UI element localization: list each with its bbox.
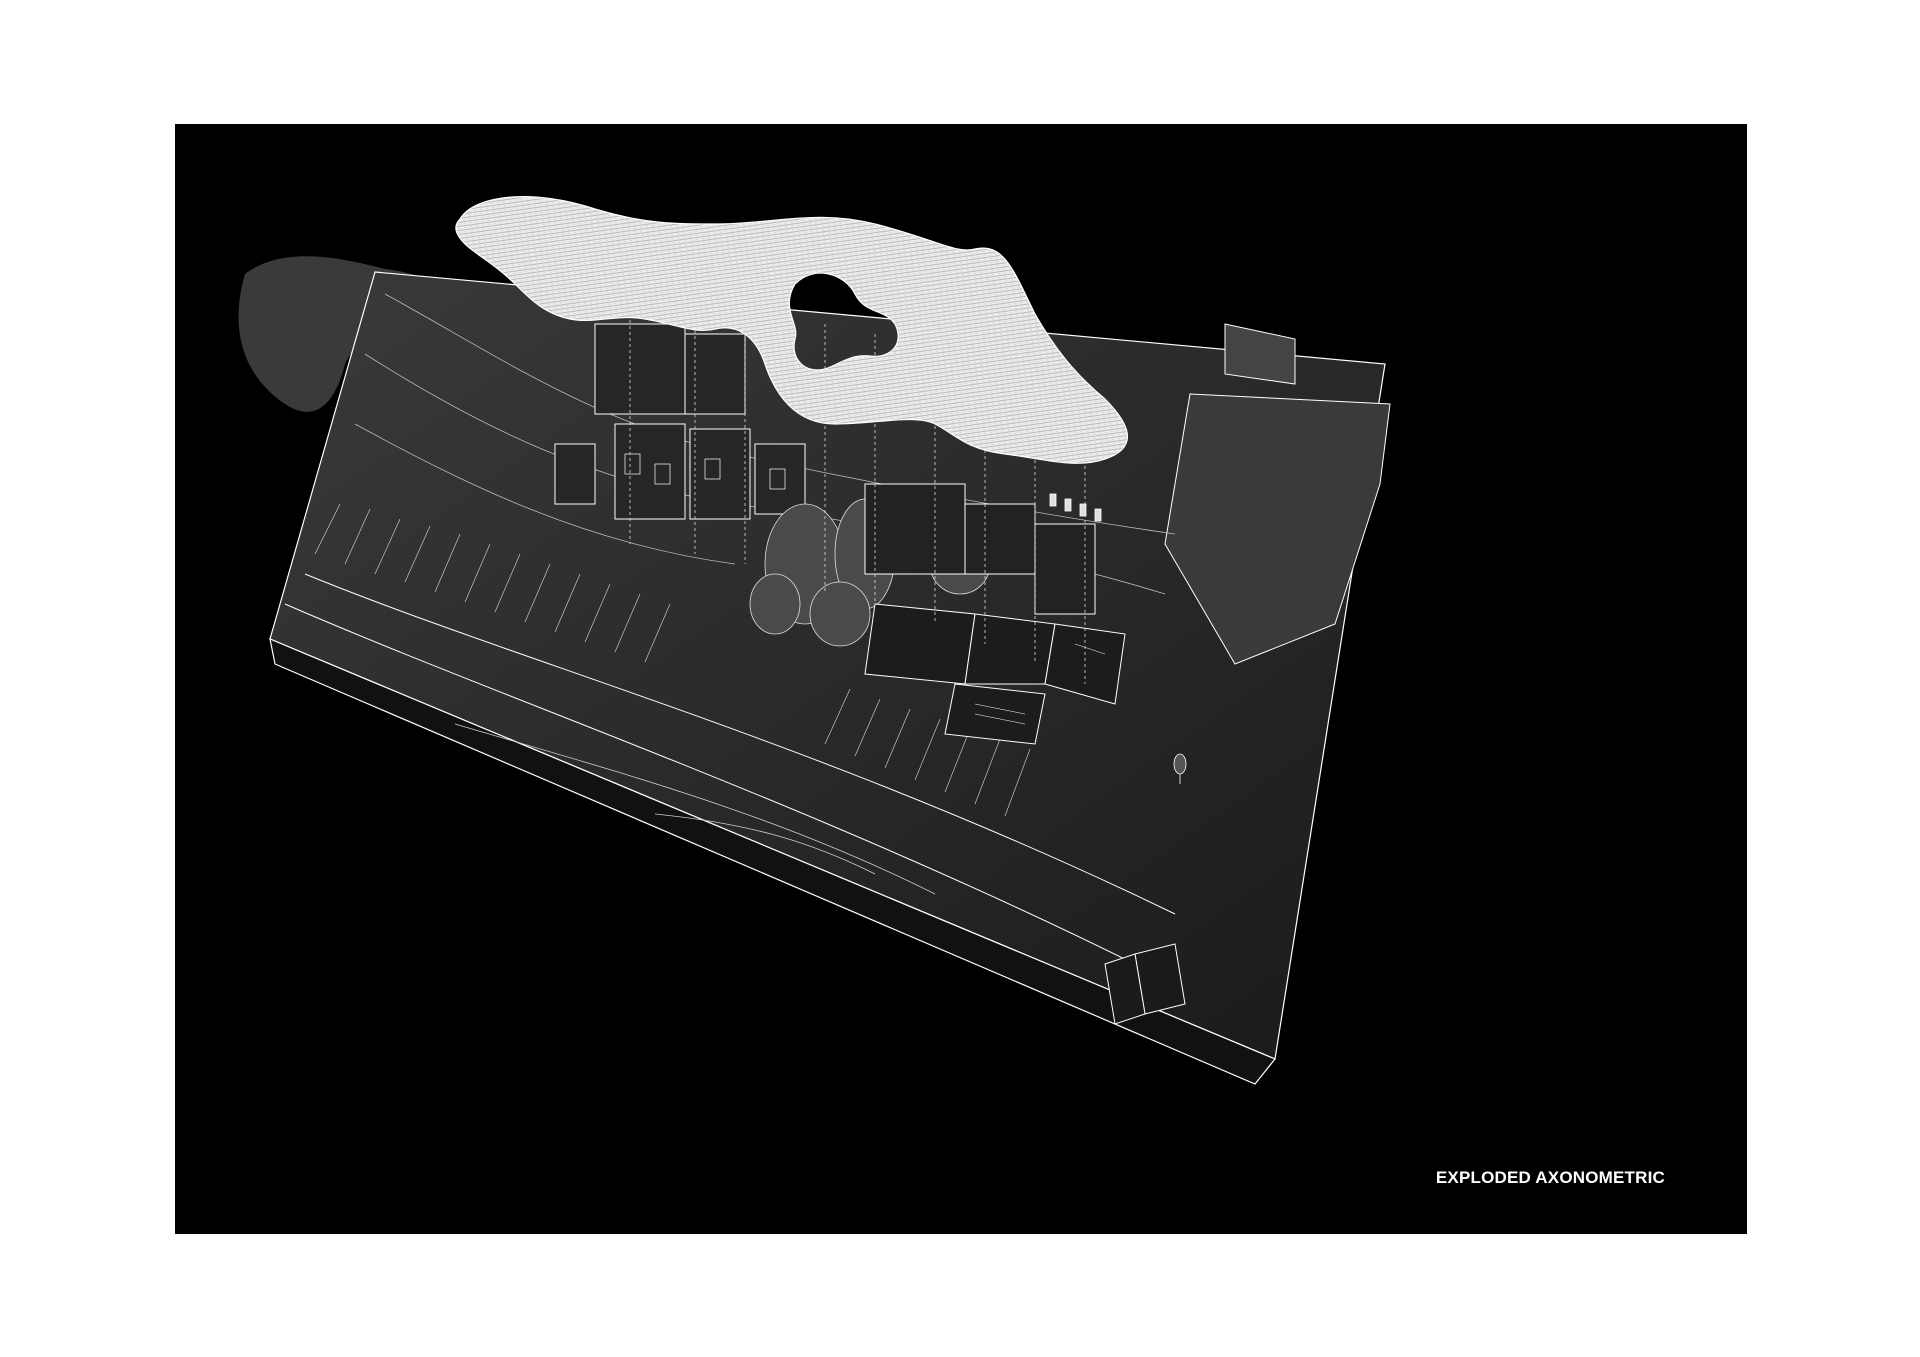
drawing-caption: EXPLODED AXONOMETRIC xyxy=(1435,1168,1665,1187)
southern-rooms xyxy=(864,603,1126,745)
roof-canopy xyxy=(455,196,1129,464)
exploded-axonometric-drawing xyxy=(238,196,1391,1085)
west-building-cluster xyxy=(554,323,806,520)
drawing-board: EXPLODED AXONOMETRIC xyxy=(175,124,1747,1234)
lone-tree-icon xyxy=(1173,753,1187,784)
gatehouse xyxy=(1104,943,1186,1025)
front-road xyxy=(269,638,1276,1085)
central-building xyxy=(864,483,1096,615)
east-building xyxy=(1164,393,1391,665)
terrace-hatching xyxy=(314,503,1031,817)
